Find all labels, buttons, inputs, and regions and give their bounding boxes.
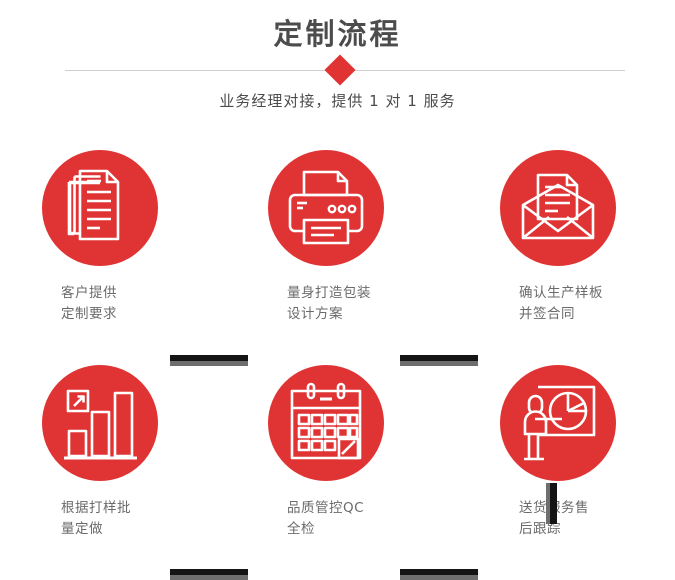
- envelope-document-icon: [521, 173, 595, 240]
- diamond-ornament-icon: [324, 54, 356, 86]
- bar-chart-growth-icon: [64, 389, 137, 460]
- connector-bottom-bar: [400, 361, 478, 366]
- connector-step2-step3: [400, 355, 478, 366]
- process-step-1[interactable]: 客户提供 定制要求: [41, 150, 233, 325]
- step-1-label: 客户提供 定制要求: [61, 285, 117, 322]
- process-step-3[interactable]: 确认生产样板 并签合同: [499, 150, 675, 325]
- connector-step5-step6: [400, 569, 478, 580]
- connector-step3-step6: [546, 483, 557, 524]
- connector-bottom-bar: [170, 575, 248, 580]
- calendar-check-icon-wrap: [268, 365, 384, 481]
- process-step-6[interactable]: 送货服务售 后跟踪: [499, 365, 675, 540]
- connector-left-bar: [546, 483, 550, 524]
- connector-step1-step2: [170, 355, 248, 366]
- step-4-circle: [42, 365, 158, 481]
- connector-top-bar: [400, 355, 478, 361]
- step-6-circle: [500, 365, 616, 481]
- connector-bottom-bar: [400, 575, 478, 580]
- process-step-2[interactable]: 量身打造包装 设计方案: [267, 150, 459, 325]
- page-title: 定制流程: [273, 17, 402, 51]
- connector-top-bar: [170, 355, 248, 361]
- step-2-label: 量身打造包装 设计方案: [287, 285, 371, 322]
- process-steps: 客户提供 定制要求: [0, 150, 675, 580]
- printer-icon: [288, 170, 364, 245]
- calendar-check-icon: [290, 382, 362, 460]
- documents-icon: [67, 169, 120, 241]
- step-2-circle: [268, 150, 384, 266]
- step-3-circle: [500, 150, 616, 266]
- step-6-label: 送货服务售 后跟踪: [519, 500, 589, 537]
- header: 定制流程 业务经理对接，提供 1 对 1 服务: [0, 0, 675, 125]
- process-step-5[interactable]: 品质管控QC 全检: [267, 365, 459, 540]
- connector-step4-step5: [170, 569, 248, 580]
- presenter-piechart-icon: [523, 385, 596, 461]
- step-5-label: 品质管控QC 全检: [287, 500, 365, 537]
- page-subtitle: 业务经理对接，提供 1 对 1 服务: [219, 92, 456, 110]
- step-1-circle: [42, 150, 158, 266]
- connector-right-bar: [550, 483, 557, 524]
- step-3-label: 确认生产样板 并签合同: [519, 285, 603, 322]
- process-step-4[interactable]: 根据打样批 量定做: [41, 365, 233, 540]
- connector-bottom-bar: [170, 361, 248, 366]
- step-4-label: 根据打样批 量定做: [61, 500, 131, 537]
